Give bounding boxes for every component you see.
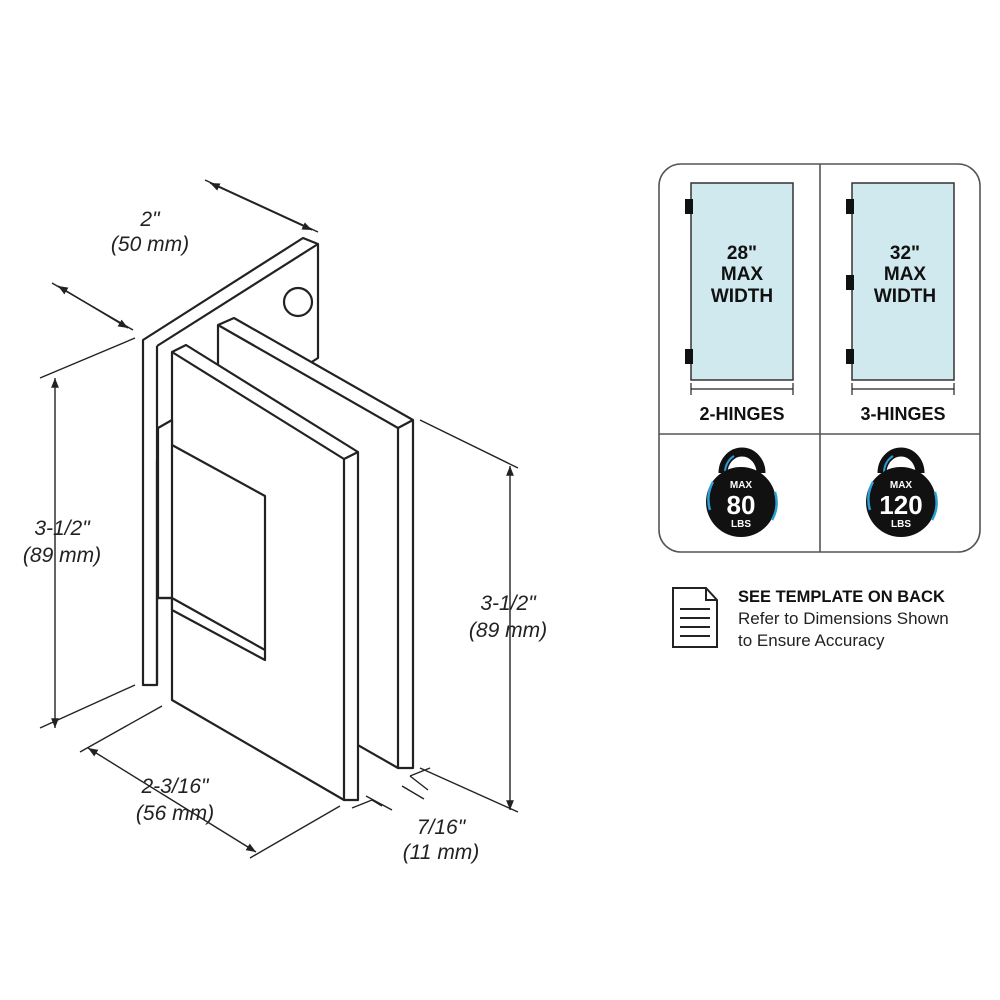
badge-unit-label: LBS [891, 519, 911, 530]
document-icon [672, 587, 718, 648]
glass-door-3-hinges: 32" MAX WIDTH 3-HINGES [846, 182, 955, 424]
note-line-2: to Ensure Accuracy [738, 631, 885, 650]
thickness-metric: (11 mm) [403, 841, 480, 864]
weight-badge-120: MAX 120 LBS [866, 447, 938, 537]
hinges-label: 3-HINGES [860, 404, 945, 424]
hinges-label: 2-HINGES [699, 404, 784, 424]
glass-max-label: MAX [721, 264, 764, 285]
hinge-mark [846, 349, 854, 364]
badge-max-label: MAX [890, 480, 913, 491]
glass-width-label: WIDTH [874, 286, 936, 307]
left-height-imperial: 3-1/2" [34, 517, 91, 540]
right-height-imperial: 3-1/2" [480, 592, 537, 615]
thickness-imperial: 7/16" [417, 816, 467, 839]
depth-imperial: 2" [139, 208, 161, 231]
hinge-mark [846, 275, 854, 290]
width-metric: (56 mm) [136, 802, 214, 825]
template-note: SEE TEMPLATE ON BACK Refer to Dimensions… [672, 587, 949, 650]
glass-max-label: MAX [884, 264, 927, 285]
weight-badge-80: MAX 80 LBS [706, 447, 778, 537]
hinge-illustration [141, 236, 415, 802]
glass-door-2-hinges: 28" MAX WIDTH 2-HINGES [685, 182, 794, 424]
badge-weight-value: 120 [879, 490, 922, 520]
dimension-lines [39, 179, 519, 859]
glass-width-label: WIDTH [711, 286, 773, 307]
width-imperial: 2-3/16" [141, 775, 211, 798]
badge-max-label: MAX [730, 480, 753, 491]
spec-panel: 28" MAX WIDTH 2-HINGES 32" MAX WIDTH 3-H… [658, 163, 981, 553]
glass-width-value: 32" [890, 243, 920, 264]
screw-hole [282, 286, 314, 318]
hinge-mark [846, 199, 854, 214]
note-title: SEE TEMPLATE ON BACK [738, 588, 945, 606]
badge-unit-label: LBS [731, 519, 751, 530]
note-line-1: Refer to Dimensions Shown [738, 609, 949, 628]
dimension-labels: 2" (50 mm) 3-1/2" (89 mm) 3-1/2" (89 mm)… [23, 208, 547, 864]
depth-metric: (50 mm) [111, 233, 189, 256]
glass-width-value: 28" [727, 243, 757, 264]
right-height-metric: (89 mm) [469, 619, 547, 642]
hinge-mark [685, 349, 693, 364]
left-height-metric: (89 mm) [23, 544, 101, 567]
hinge-mark [685, 199, 693, 214]
badge-weight-value: 80 [727, 490, 756, 520]
